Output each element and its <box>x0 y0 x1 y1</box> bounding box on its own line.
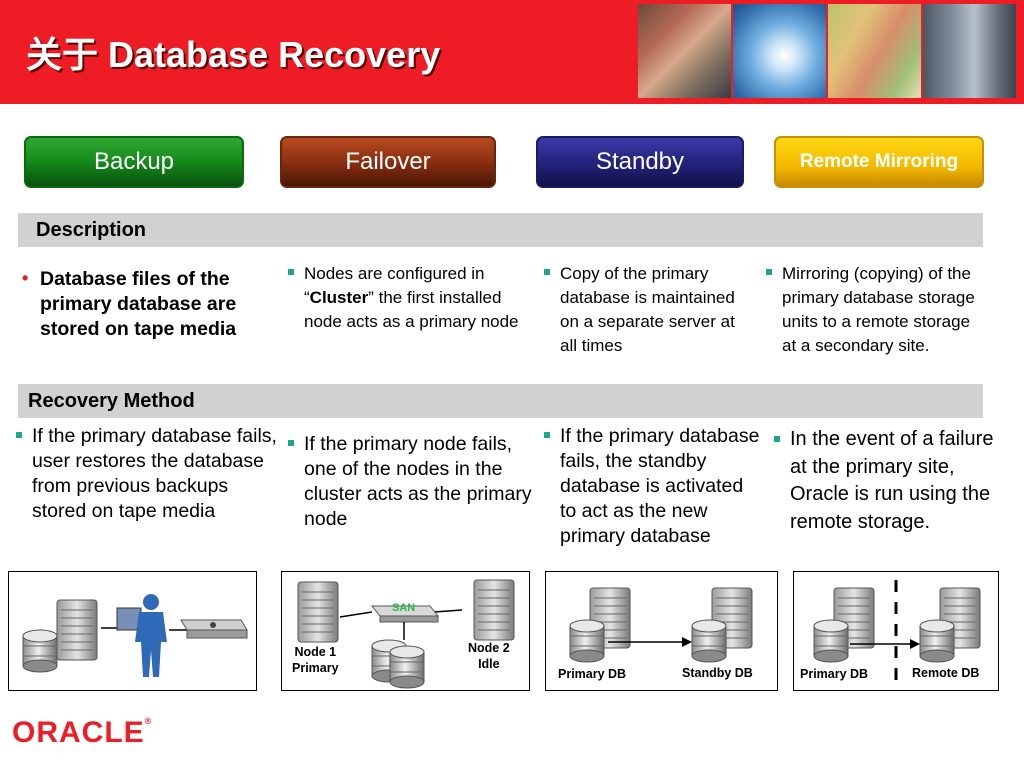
arrow-right-icon <box>682 637 692 647</box>
tab-failover[interactable]: Failover <box>280 136 496 188</box>
failover-recovery: If the primary node fails, one of the no… <box>286 432 542 532</box>
bullet-square-icon <box>544 269 550 275</box>
tab-backup[interactable]: Backup <box>24 136 244 188</box>
primary-db-label: Primary DB <box>558 667 627 681</box>
title-main: Database Recovery <box>108 34 441 75</box>
header-photo-strip <box>638 4 1016 98</box>
san-switch-icon <box>370 605 440 623</box>
registered-mark: ® <box>144 716 152 726</box>
node1-server-icon <box>297 581 339 643</box>
backup-recovery: If the primary database fails, user rest… <box>14 424 280 524</box>
standby-db-label: Standby DB <box>682 666 753 680</box>
photo-sky-image <box>733 4 826 98</box>
tab-standby[interactable]: Standby <box>536 136 744 188</box>
node1-line1: Node 1 <box>294 645 337 659</box>
primary-database-icon <box>813 619 849 663</box>
description-heading: Description <box>18 213 983 247</box>
page-title: 关于 Database Recovery <box>26 26 440 78</box>
database-icon <box>22 629 58 673</box>
remote-database-icon <box>919 619 955 663</box>
node2-server-icon <box>473 579 515 641</box>
oracle-logo: ORACLE® <box>12 716 151 750</box>
node1-line2: Primary <box>292 661 339 675</box>
remote-description-text: Mirroring (copying) of the primary datab… <box>782 264 975 355</box>
tape-drive-icon <box>180 619 248 639</box>
list-item: Mirroring (copying) of the primary datab… <box>764 262 986 358</box>
person-icon <box>135 594 167 677</box>
bullet-square-icon <box>544 432 550 438</box>
list-item: • Database files of the primary database… <box>22 267 274 342</box>
tab-remote-mirroring[interactable]: Remote Mirroring <box>774 136 984 188</box>
list-item: Nodes are configured in “Cluster” the fi… <box>286 262 542 334</box>
list-item: In the event of a failure at the primary… <box>772 426 996 536</box>
failover-diagram: SAN Node 1 Primary Node 2 Idle <box>281 571 530 691</box>
database-icon <box>389 645 425 689</box>
node2-label: Node 2 Idle <box>468 640 510 672</box>
remote-db-label: Remote DB <box>912 666 980 680</box>
recovery-method-heading: Recovery Method <box>18 384 983 418</box>
primary-db-label: Primary DB <box>800 667 869 681</box>
bullet-dot-icon: • <box>22 268 29 288</box>
bullet-square-icon <box>288 440 294 446</box>
standby-description: Copy of the primary database is maintain… <box>542 262 756 358</box>
failover-desc-pre: Nodes are configured in “ <box>304 264 485 307</box>
remote-mirroring-diagram: Primary DB Remote DB <box>793 571 999 691</box>
failover-description: Nodes are configured in “Cluster” the fi… <box>286 262 542 334</box>
photo-store-image <box>638 4 731 98</box>
failover-recovery-text: If the primary node fails, one of the no… <box>304 433 532 530</box>
oracle-logo-text: ORACLE <box>12 716 145 749</box>
list-item: If the primary node fails, one of the no… <box>286 432 542 532</box>
failover-desc-post: ” the first installed node acts as a pri… <box>304 288 519 331</box>
remote-recovery: In the event of a failure at the primary… <box>772 426 996 536</box>
header-banner: 关于 Database Recovery <box>0 0 1024 104</box>
list-item: If the primary database fails, the stand… <box>542 424 762 549</box>
node1-label: Node 1 Primary <box>292 644 339 676</box>
title-cjk: 关于 <box>26 35 99 76</box>
failover-desc-bold: Cluster <box>309 288 369 307</box>
backup-description: • Database files of the primary database… <box>22 267 274 342</box>
backup-description-text: Database files of the primary database a… <box>40 268 237 340</box>
remote-description: Mirroring (copying) of the primary datab… <box>764 262 986 358</box>
remote-recovery-text: In the event of a failure at the primary… <box>790 428 994 533</box>
standby-recovery: If the primary database fails, the stand… <box>542 424 762 549</box>
bullet-square-icon <box>16 432 22 438</box>
backup-diagram <box>8 571 257 691</box>
node2-line1: Node 2 <box>468 641 510 655</box>
bullet-square-icon <box>766 269 772 275</box>
list-item: Copy of the primary database is maintain… <box>542 262 756 358</box>
server-icon <box>56 599 98 661</box>
standby-diagram: Primary DB Standby DB <box>545 571 778 691</box>
arrow-right-icon <box>910 639 920 649</box>
backup-recovery-text: If the primary database fails, user rest… <box>32 425 277 522</box>
bullet-square-icon <box>774 436 780 442</box>
san-label: SAN <box>392 602 416 614</box>
bullet-square-icon <box>288 269 294 275</box>
list-item: If the primary database fails, user rest… <box>14 424 280 524</box>
primary-database-icon <box>569 619 605 663</box>
photo-building-image <box>923 4 1016 98</box>
node2-line2: Idle <box>478 657 500 671</box>
standby-description-text: Copy of the primary database is maintain… <box>560 264 735 355</box>
standby-database-icon <box>691 619 727 663</box>
photo-banknotes-image <box>828 4 921 98</box>
standby-recovery-text: If the primary database fails, the stand… <box>560 425 760 547</box>
